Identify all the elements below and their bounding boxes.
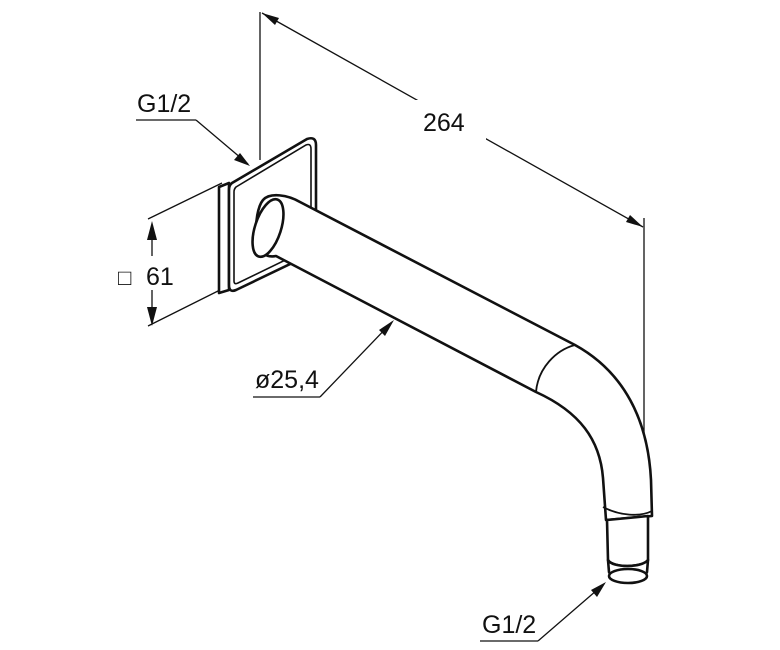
flange-extension-line-bottom xyxy=(147,288,223,327)
length-arrow-left xyxy=(262,13,279,25)
tube-diameter-arrow xyxy=(379,320,394,336)
nozzle-body xyxy=(605,514,650,568)
tube-end-ellipse xyxy=(251,197,285,259)
thread-top-label: G1/2 xyxy=(137,90,191,118)
tube-outlet-seam xyxy=(602,506,653,516)
tube-diameter-label: ø25,4 xyxy=(255,366,319,394)
tube-diameter-callout: ø25,4 xyxy=(253,320,394,398)
thread-bottom-callout: G1/2 xyxy=(480,582,606,642)
flange-size-square-symbol: □ xyxy=(118,265,131,290)
flange-arrow-bottom xyxy=(147,307,157,326)
flange-extension-line-top xyxy=(147,182,223,220)
outlet-nozzle xyxy=(605,514,650,585)
length-arrow-right xyxy=(626,215,643,227)
thread-bottom-arrow xyxy=(591,582,606,597)
tube-bend-seam xyxy=(535,344,576,393)
flange-edge-face xyxy=(217,181,231,295)
shower-arm-tube xyxy=(251,193,654,522)
length-label: 264 xyxy=(423,109,465,137)
thread-top-arrow xyxy=(234,153,250,166)
thread-bottom-label: G1/2 xyxy=(482,611,536,639)
thread-top-callout: G1/2 xyxy=(136,90,250,166)
tube-body xyxy=(254,193,654,522)
thread-bottom-leader xyxy=(537,583,605,642)
flange-arrow-top xyxy=(147,221,157,240)
tube-diameter-leader xyxy=(319,321,393,398)
flange-size-dimension: □ 61 xyxy=(118,182,223,327)
flange-size-label: 61 xyxy=(146,263,174,291)
length-dimension: 264 xyxy=(259,12,645,470)
nozzle-end-face xyxy=(607,567,649,585)
